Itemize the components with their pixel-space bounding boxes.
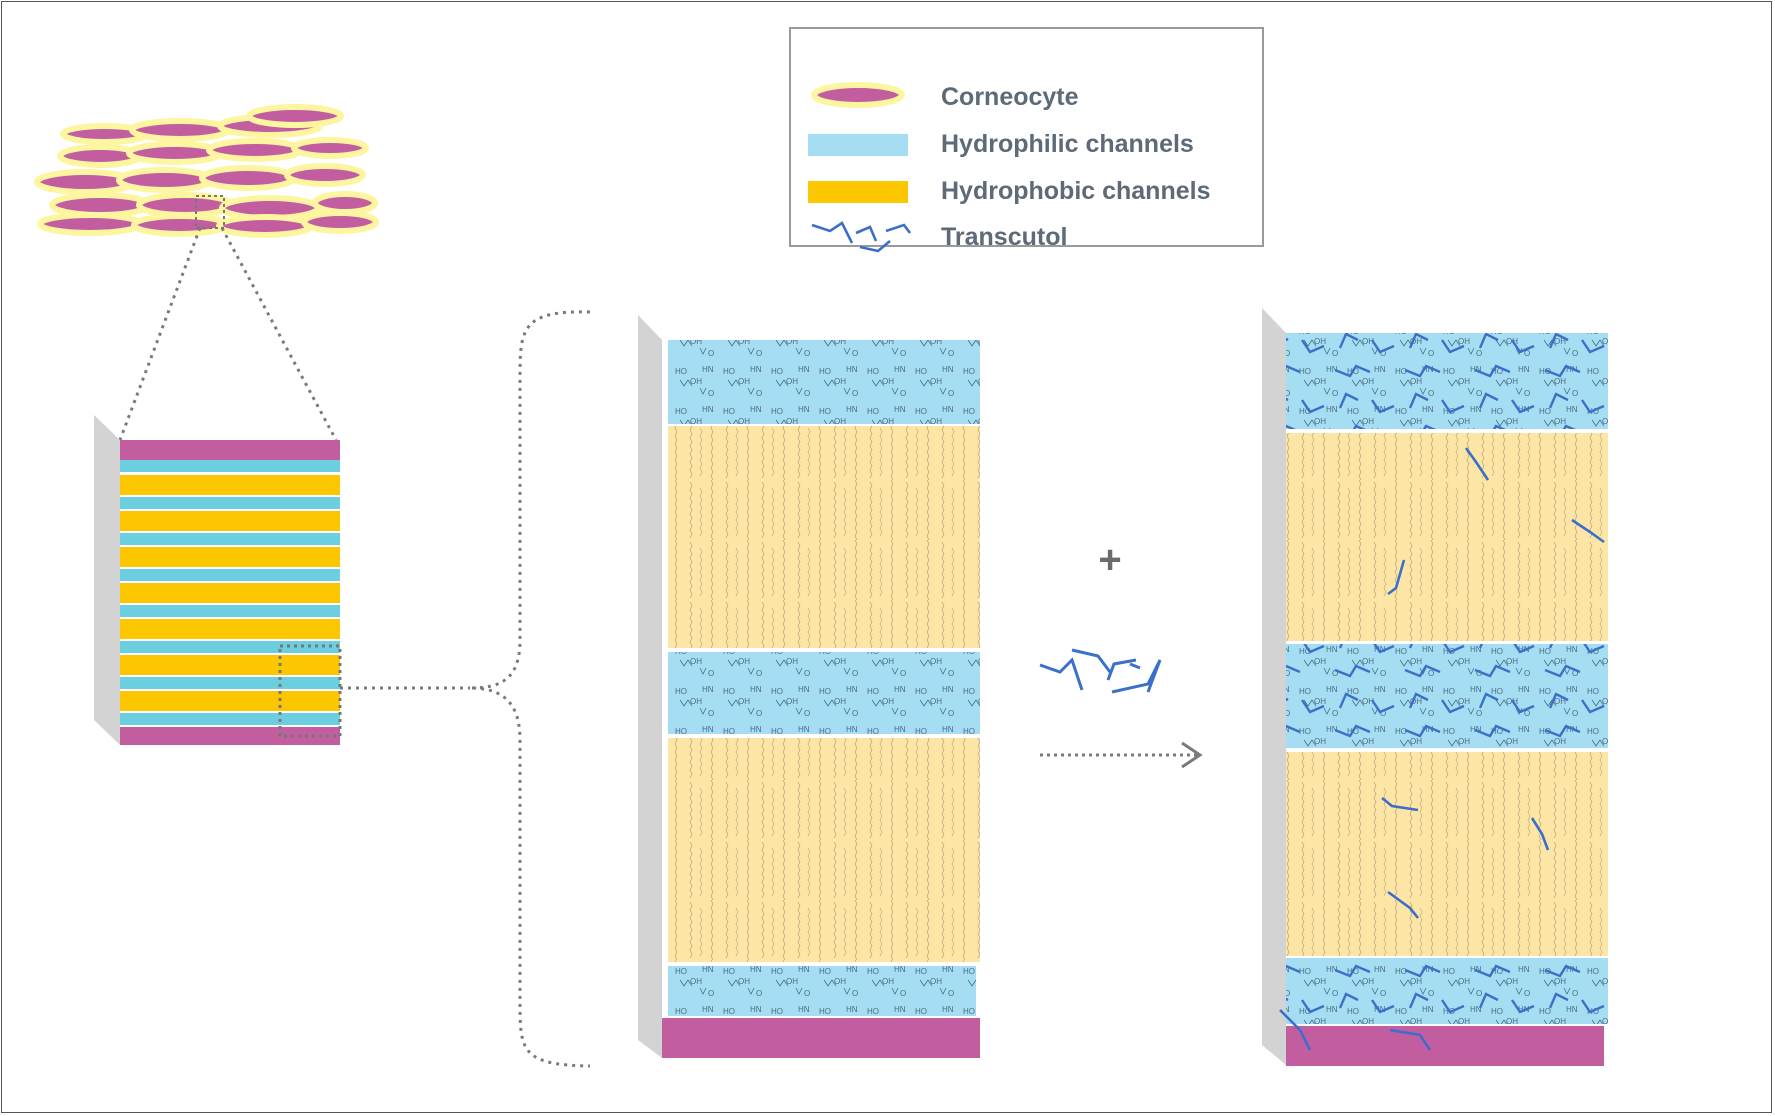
lamellae-panel-after (1262, 308, 1608, 1066)
hydrophobic-swatch (808, 181, 908, 203)
plus-sign: + (1098, 538, 1121, 582)
legend-label-hydrophilic: Hydrophilic channels (941, 130, 1194, 158)
legend-item-corneocyte: Corneocyte (791, 77, 1262, 117)
legend-item-hydrophobic: Hydrophobic channels (791, 171, 1262, 211)
zoom-box-cluster (195, 195, 225, 229)
transcutol-swatch (811, 221, 912, 253)
corneocyte-swatch (811, 82, 905, 108)
legend-label-hydrophobic: Hydrophobic channels (941, 177, 1211, 205)
transcutol-molecules (1039, 648, 1162, 694)
lamellae-panel-before (638, 315, 980, 1058)
legend-item-transcutol: Transcutol (791, 217, 1262, 257)
lipid-lamellae-block (94, 415, 342, 745)
legend-label-corneocyte: Corneocyte (941, 83, 1079, 111)
corneocyte-cluster (34, 104, 379, 238)
process-arrow (1040, 741, 1203, 769)
hydrophilic-swatch (808, 134, 908, 156)
legend-label-transcutol: Transcutol (941, 223, 1068, 251)
legend-item-hydrophilic: Hydrophilic channels (791, 124, 1262, 164)
zoom-guides (118, 227, 591, 1068)
legend: Corneocyte Hydrophilic channels Hydropho… (789, 27, 1264, 253)
